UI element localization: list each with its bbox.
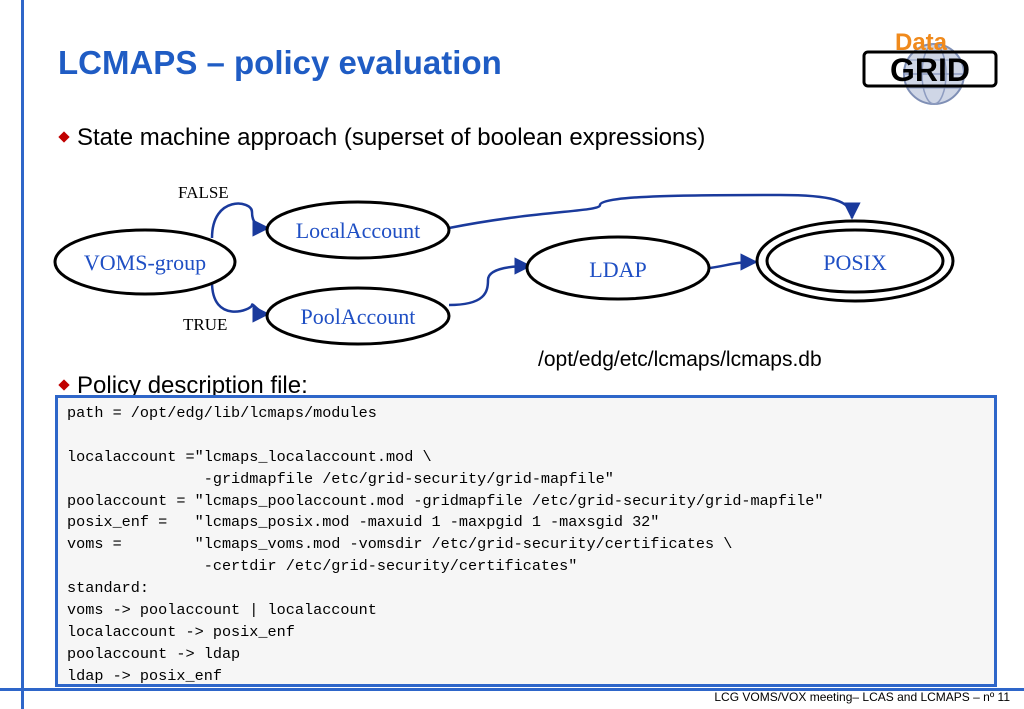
policy-file-code: path = /opt/edg/lib/lcmaps/modules locala…	[67, 403, 823, 688]
node-ldap	[525, 235, 711, 301]
node-label-local: LocalAccount	[296, 218, 421, 243]
code-line: poolaccount -> ldap	[67, 644, 241, 663]
datagrid-logo: Data GRID	[862, 29, 998, 105]
code-line: ldap -> posix_enf	[67, 666, 222, 685]
code-line: -gridmapfile /etc/grid-security/grid-map…	[67, 469, 614, 488]
logo-data-text: Data	[895, 29, 948, 56]
bullet-state-machine: State machine approach (superset of bool…	[58, 124, 705, 152]
code-line: poolaccount = "lcmaps_poolaccount.mod -g…	[67, 491, 824, 510]
code-line: voms -> poolaccount | localaccount	[67, 601, 377, 620]
bullet-text: Policy description file:	[77, 372, 308, 399]
policy-file-box: path = /opt/edg/lib/lcmaps/modules locala…	[55, 395, 997, 687]
logo-grid-text: GRID	[890, 52, 970, 88]
slide-title: LCMAPS – policy evaluation	[58, 44, 502, 81]
code-line: -certdir /etc/grid-security/certificates…	[67, 557, 578, 576]
db-file-path: /opt/edg/etc/lcmaps/lcmaps.db	[538, 348, 822, 371]
edge-ldap-to-posix	[709, 253, 758, 271]
node-label-posix: POSIX	[823, 250, 887, 275]
node-local-account	[265, 200, 451, 260]
edge-local-to-posix	[448, 193, 861, 230]
bullet-diamond-icon	[58, 379, 70, 391]
left-accent-rule	[21, 0, 24, 709]
bottom-accent-rule	[0, 688, 1024, 691]
node-label-voms: VOMS-group	[84, 250, 206, 275]
edge-pool-to-ldap	[448, 257, 532, 307]
edge-label-true: TRUE	[183, 315, 227, 334]
state-machine-diagram: VOMS-group LocalAccount PoolAccount LDAP…	[53, 183, 955, 346]
node-posix-outer	[755, 219, 955, 303]
code-line: voms = "lcmaps_voms.mod -vomsdir /etc/gr…	[67, 535, 733, 554]
code-line	[67, 425, 823, 447]
bullet-policy-file: Policy description file:	[58, 372, 308, 400]
code-line: posix_enf = "lcmaps_posix.mod -maxuid 1 …	[67, 513, 660, 532]
edge-voms-to-pool	[210, 281, 270, 323]
bullet-text: State machine approach (superset of bool…	[77, 124, 706, 151]
node-label-ldap: LDAP	[589, 257, 646, 282]
slide-footer: LCG VOMS/VOX meeting– LCAS and LCMAPS – …	[714, 690, 1010, 704]
code-line: standard:	[67, 579, 150, 598]
node-posix-inner	[765, 228, 945, 294]
node-label-pool: PoolAccount	[301, 304, 416, 329]
node-voms-group	[53, 228, 237, 296]
code-line: localaccount ="lcmaps_localaccount.mod \	[67, 447, 432, 466]
code-line: localaccount -> posix_enf	[67, 622, 295, 641]
code-line: path = /opt/edg/lib/lcmaps/modules	[67, 404, 377, 422]
edge-voms-to-local	[210, 202, 270, 239]
node-pool-account	[265, 286, 451, 346]
edge-label-false: FALSE	[178, 183, 229, 202]
